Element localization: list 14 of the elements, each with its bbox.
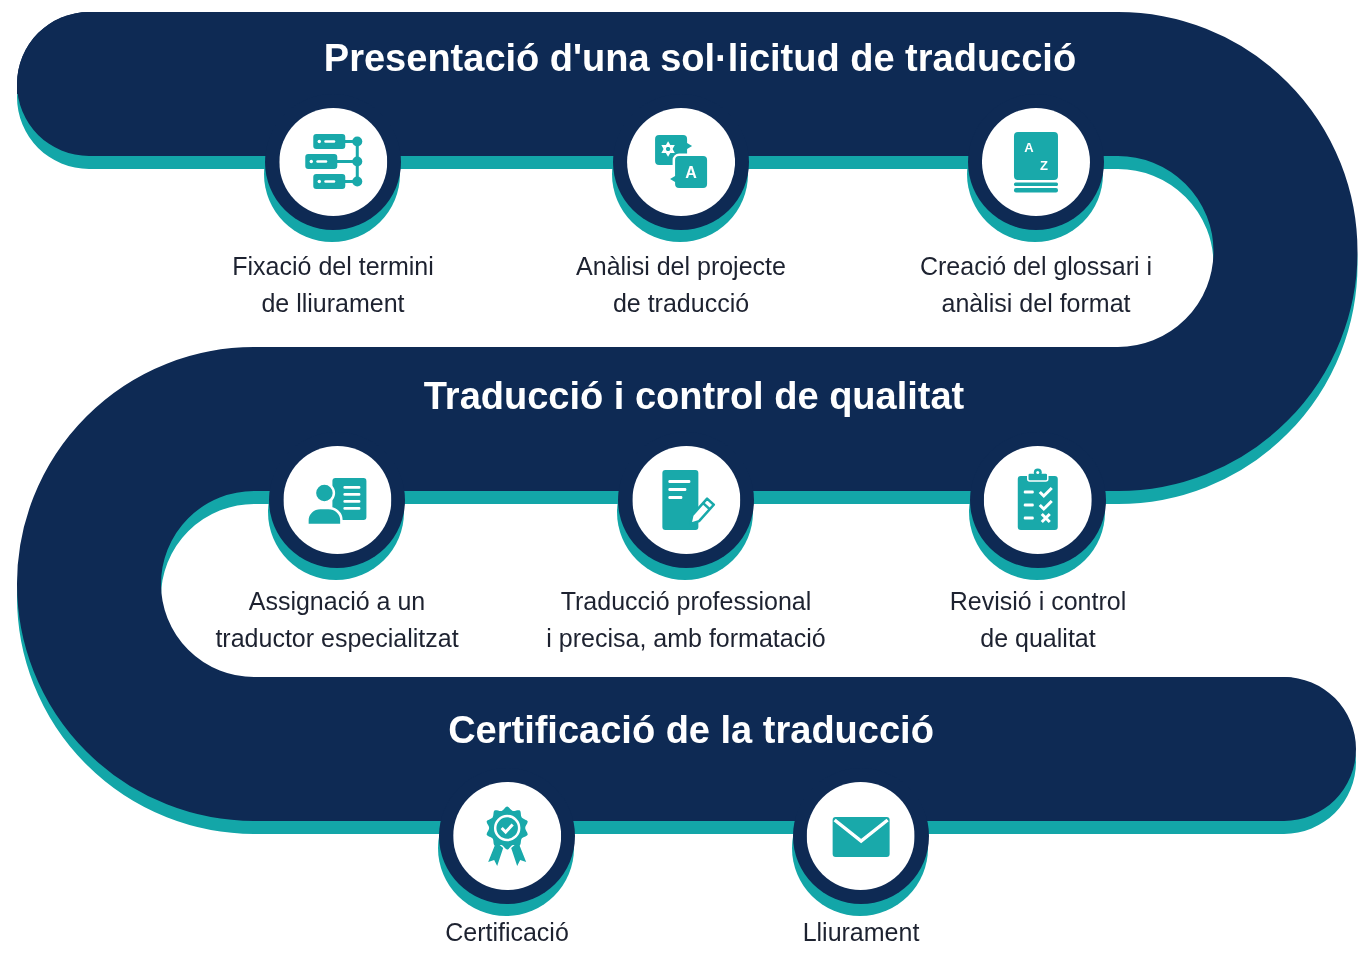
icon-letter: A bbox=[1024, 140, 1034, 154]
step-label: Lliurament bbox=[802, 917, 920, 948]
step-label: Traducció professional i precisa, amb formatació bbox=[546, 586, 826, 654]
step-label: Certificació bbox=[445, 917, 569, 948]
section-heading: Certificació de la traducció bbox=[448, 708, 934, 753]
icon-letter: A bbox=[685, 165, 697, 181]
step-label: Revisió i control de qualitat bbox=[949, 586, 1127, 654]
icon-letter: Z bbox=[1040, 158, 1048, 172]
step-label: Assignació a un traductor especialitzat bbox=[215, 586, 459, 654]
section-heading: Presentació d'una sol·licitud de traducció bbox=[323, 36, 1077, 81]
step-label: Anàlisi del projecte de traducció bbox=[576, 251, 786, 319]
step-label: Fixació del termini de lliurament bbox=[232, 251, 434, 319]
step-label: Creació del glossari i anàlisi del format bbox=[920, 251, 1152, 319]
section-heading: Traducció i control de qualitat bbox=[423, 374, 965, 419]
